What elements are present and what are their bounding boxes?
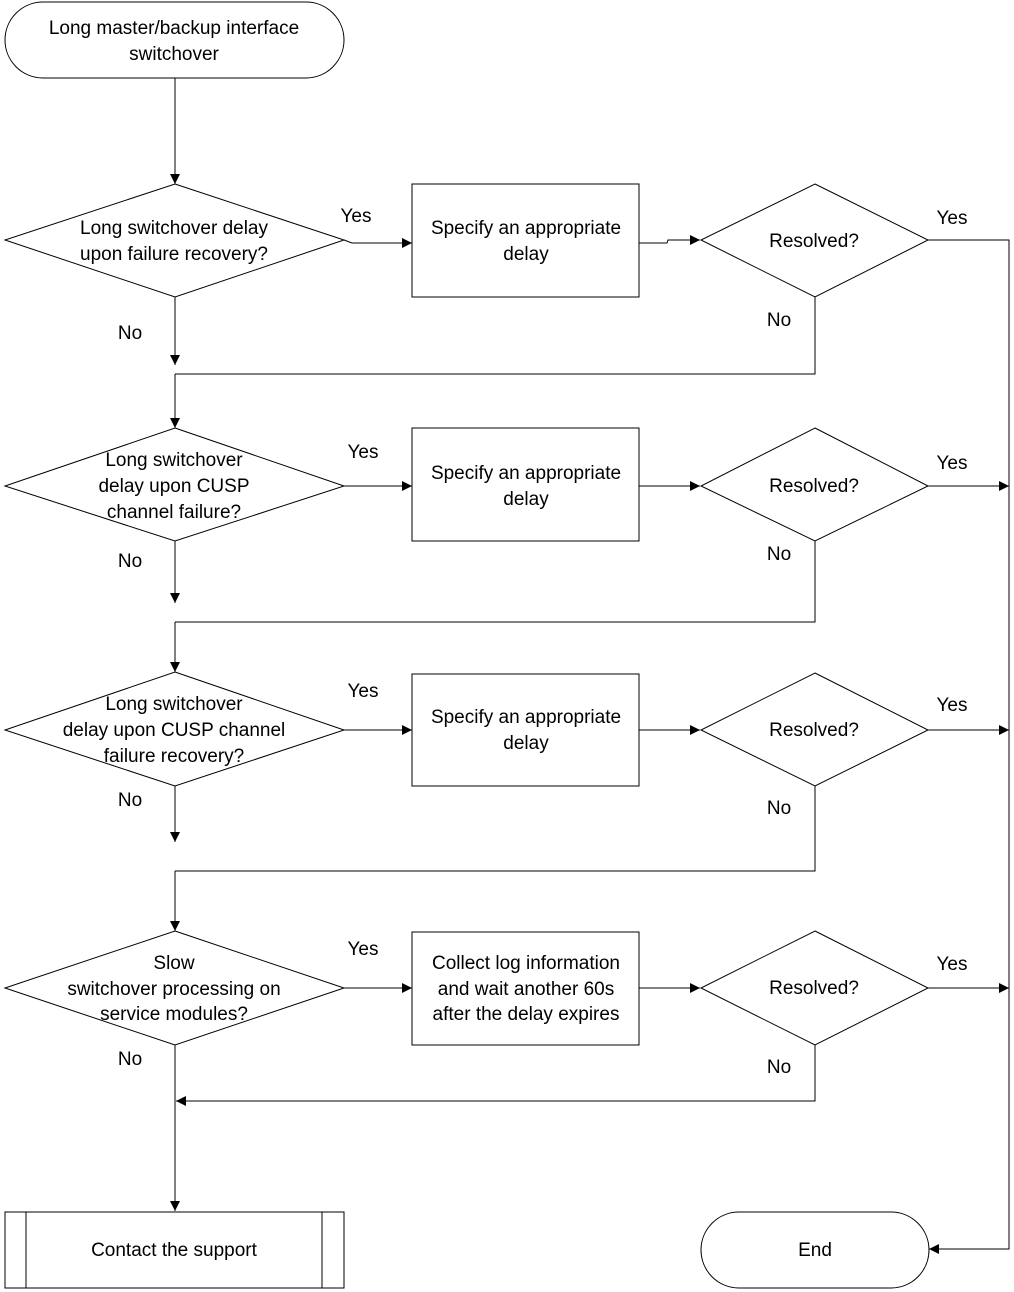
check-1-yes-label: Yes <box>937 208 968 229</box>
check-1-diamond <box>699 183 930 298</box>
action-2-line-2: delay <box>503 489 549 510</box>
action-1-line-2: delay <box>503 244 549 265</box>
check-4-diamond <box>699 930 930 1046</box>
check-3-label: Resolved? <box>769 720 859 741</box>
action-4-line-1: Collect log information <box>432 953 620 974</box>
question-1-line-2: upon failure recovery? <box>80 244 268 265</box>
question-2-no-label: No <box>118 551 142 572</box>
connector-check4-no <box>176 1045 816 1106</box>
question-3-yes-label: Yes <box>348 681 379 702</box>
start-label-line-2: switchover <box>129 44 219 65</box>
question-2-line-1: Long switchover <box>105 450 243 471</box>
question-3-line-3: failure recovery? <box>104 746 244 767</box>
connector-action1-check1 <box>639 235 700 245</box>
check-2-yes-label: Yes <box>937 453 968 474</box>
contact-support-process: Contact the support <box>4 1211 345 1289</box>
question-3-diamond <box>3 671 346 787</box>
action-2-line-1: Specify an appropriate <box>431 463 621 484</box>
question-2-line-3: channel failure? <box>107 502 241 523</box>
action-4-box <box>411 931 640 1046</box>
check-4-yes-label: Yes <box>937 954 968 975</box>
check-3-yes-label: Yes <box>937 695 968 716</box>
question-3-no-label: No <box>118 790 142 811</box>
question-4-yes-label: Yes <box>348 939 379 960</box>
question-2-yes-label: Yes <box>348 442 379 463</box>
question-4-diamond <box>3 930 346 1046</box>
question-4-line-3: service modules? <box>100 1004 248 1025</box>
stage-4: Slow switchover processing on service mo… <box>3 930 968 1078</box>
action-4-line-2: and wait another 60s <box>438 979 614 1000</box>
end-label: End <box>798 1240 832 1261</box>
start-label-line-1: Long master/backup interface <box>49 18 299 39</box>
question-1-yes-label: Yes <box>341 206 372 227</box>
end-terminator: End <box>700 1211 930 1289</box>
action-3-line-1: Specify an appropriate <box>431 707 621 728</box>
connector-check1-yes-to-end <box>928 239 1010 1254</box>
action-3-box <box>411 673 640 787</box>
action-3-line-2: delay <box>503 733 549 754</box>
question-2-line-2: delay upon CUSP <box>98 476 249 497</box>
question-4-line-1: Slow <box>153 953 194 974</box>
check-4-label: Resolved? <box>769 978 859 999</box>
connector-check3-no <box>175 786 816 872</box>
action-1-line-1: Specify an appropriate <box>431 218 621 239</box>
check-1-label: Resolved? <box>769 231 859 252</box>
contact-support-label: Contact the support <box>91 1240 258 1261</box>
check-3-diamond <box>699 672 930 787</box>
question-1-diamond <box>3 183 346 298</box>
question-4-line-2: switchover processing on <box>67 979 280 1000</box>
check-2-diamond <box>699 427 930 542</box>
action-1-box <box>411 183 640 298</box>
question-1-line-1: Long switchover delay <box>80 218 268 239</box>
stage-3: Long switchover delay upon CUSP channel … <box>3 671 968 819</box>
question-2-diamond <box>3 427 346 542</box>
check-2-label: Resolved? <box>769 476 859 497</box>
check-2-no-label: No <box>767 544 791 565</box>
stage-2: Long switchover delay upon CUSP channel … <box>3 427 968 572</box>
action-4-line-3: after the delay expires <box>433 1004 620 1025</box>
question-3-line-2: delay upon CUSP channel <box>63 720 286 741</box>
question-1-no-label: No <box>118 323 142 344</box>
check-3-no-label: No <box>767 798 791 819</box>
stage-1: Long switchover delay upon failure recov… <box>3 183 968 344</box>
check-4-no-label: No <box>767 1057 791 1078</box>
question-3-line-1: Long switchover <box>105 694 243 715</box>
action-2-box <box>411 427 640 542</box>
connectors <box>170 78 1010 1254</box>
connector-check1-no <box>175 297 816 375</box>
check-1-no-label: No <box>767 310 791 331</box>
question-4-no-label: No <box>118 1049 142 1070</box>
connector-check2-no <box>175 541 816 623</box>
start-terminator: Long master/backup interface switchover <box>4 1 345 79</box>
connector-q1-yes <box>343 238 412 248</box>
